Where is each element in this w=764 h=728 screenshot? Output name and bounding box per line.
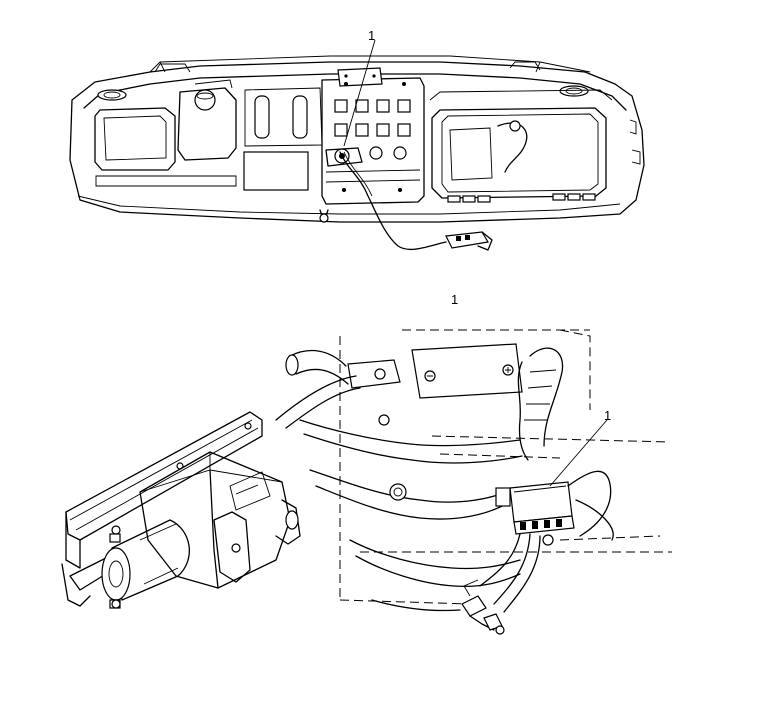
callout-1-dash: 1 xyxy=(368,28,375,43)
key-switch xyxy=(325,147,363,167)
left-speaker xyxy=(97,89,127,101)
detail-view-label: 1 xyxy=(451,292,458,307)
relay-connector xyxy=(495,481,575,546)
dashboard-panel xyxy=(69,55,645,223)
steering-motor-assembly xyxy=(61,411,301,609)
callout-1-connector: 1 xyxy=(604,408,611,423)
connector-plug-top xyxy=(445,231,493,251)
right-speaker xyxy=(559,85,589,97)
switch-blanks xyxy=(334,99,411,160)
lower-switch-row xyxy=(447,193,596,203)
motor-end-cap xyxy=(101,547,131,601)
wiring-detail-view xyxy=(275,329,672,635)
